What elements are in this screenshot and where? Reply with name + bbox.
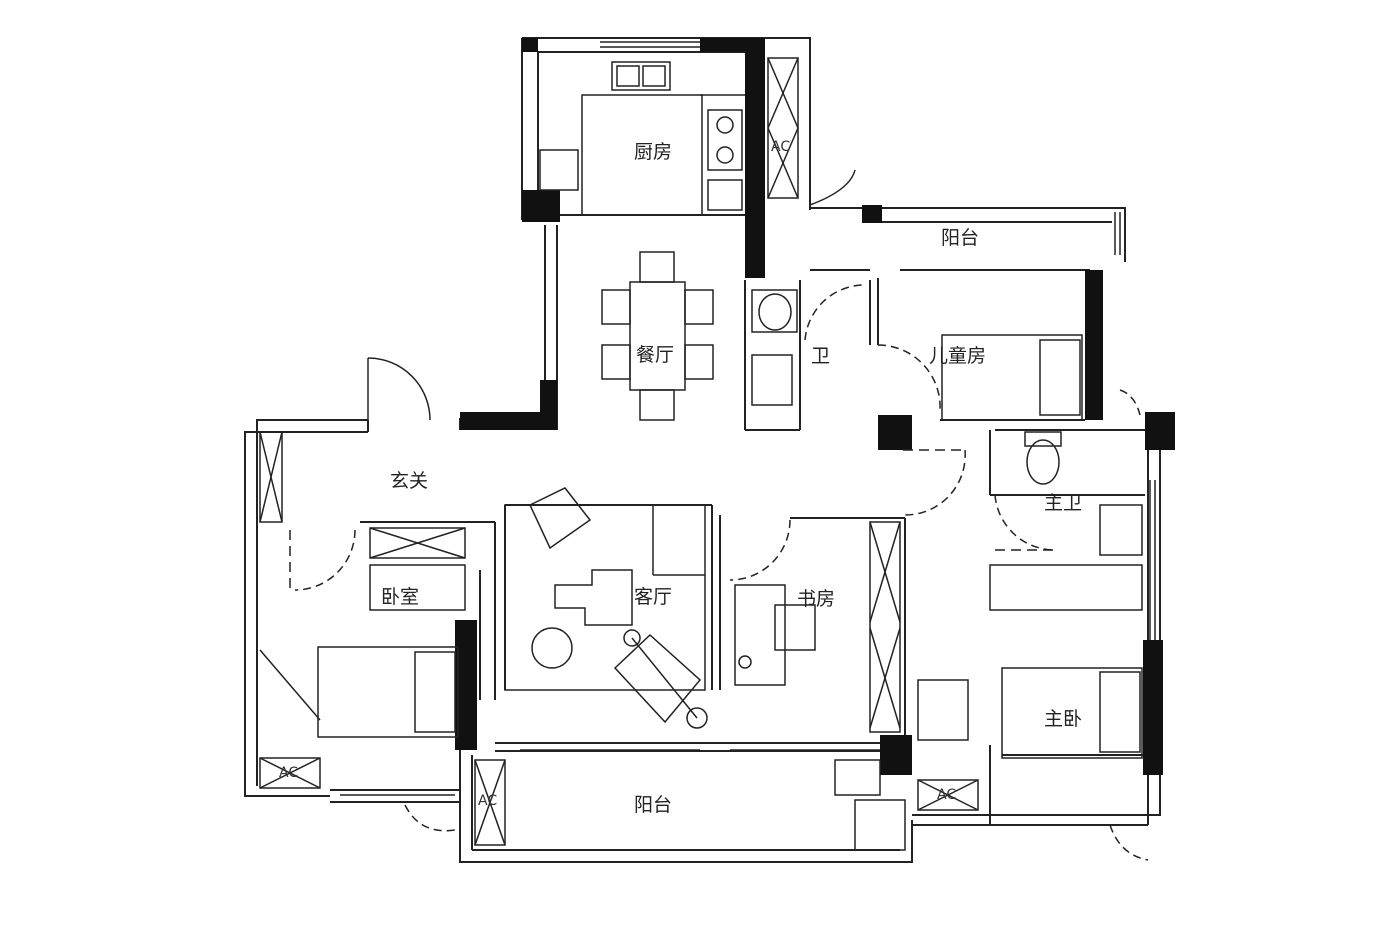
room-label-foyer: 玄关 [390,470,429,492]
room-label-study: 书房 [797,588,836,610]
ac-label-balcony: AC [478,793,498,809]
room-label-bedroom: 卧室 [381,586,420,608]
living-furniture [504,487,708,729]
room-label-balcony-south: 阳台 [634,794,673,816]
study-furniture [734,521,901,733]
dining-table [601,251,714,421]
wardrobes [259,431,1143,741]
doors [289,169,1149,861]
beds [317,334,1143,759]
room-label-balcony-north: 阳台 [941,227,980,249]
ac-units [259,757,979,846]
exterior-walls [244,37,1161,863]
room-label-dining: 餐厅 [636,344,675,366]
ac-label-master: AC [937,787,957,803]
room-label-master-bath: 主卫 [1044,492,1083,514]
windows [340,41,1156,796]
kitchen-fixtures [539,57,799,216]
bath-fixtures [751,289,1143,851]
structural-columns [455,38,1175,775]
room-label-kids-room: 儿童房 [929,345,987,367]
room-label-bathroom: 卫 [811,345,831,367]
ac-label-bedroom: AC [279,765,299,781]
ac-label-kitchen: AC [771,139,791,155]
room-label-living: 客厅 [634,586,673,608]
room-label-kitchen: 厨房 [634,141,673,163]
room-label-master-bedroom: 主卧 [1044,708,1083,730]
